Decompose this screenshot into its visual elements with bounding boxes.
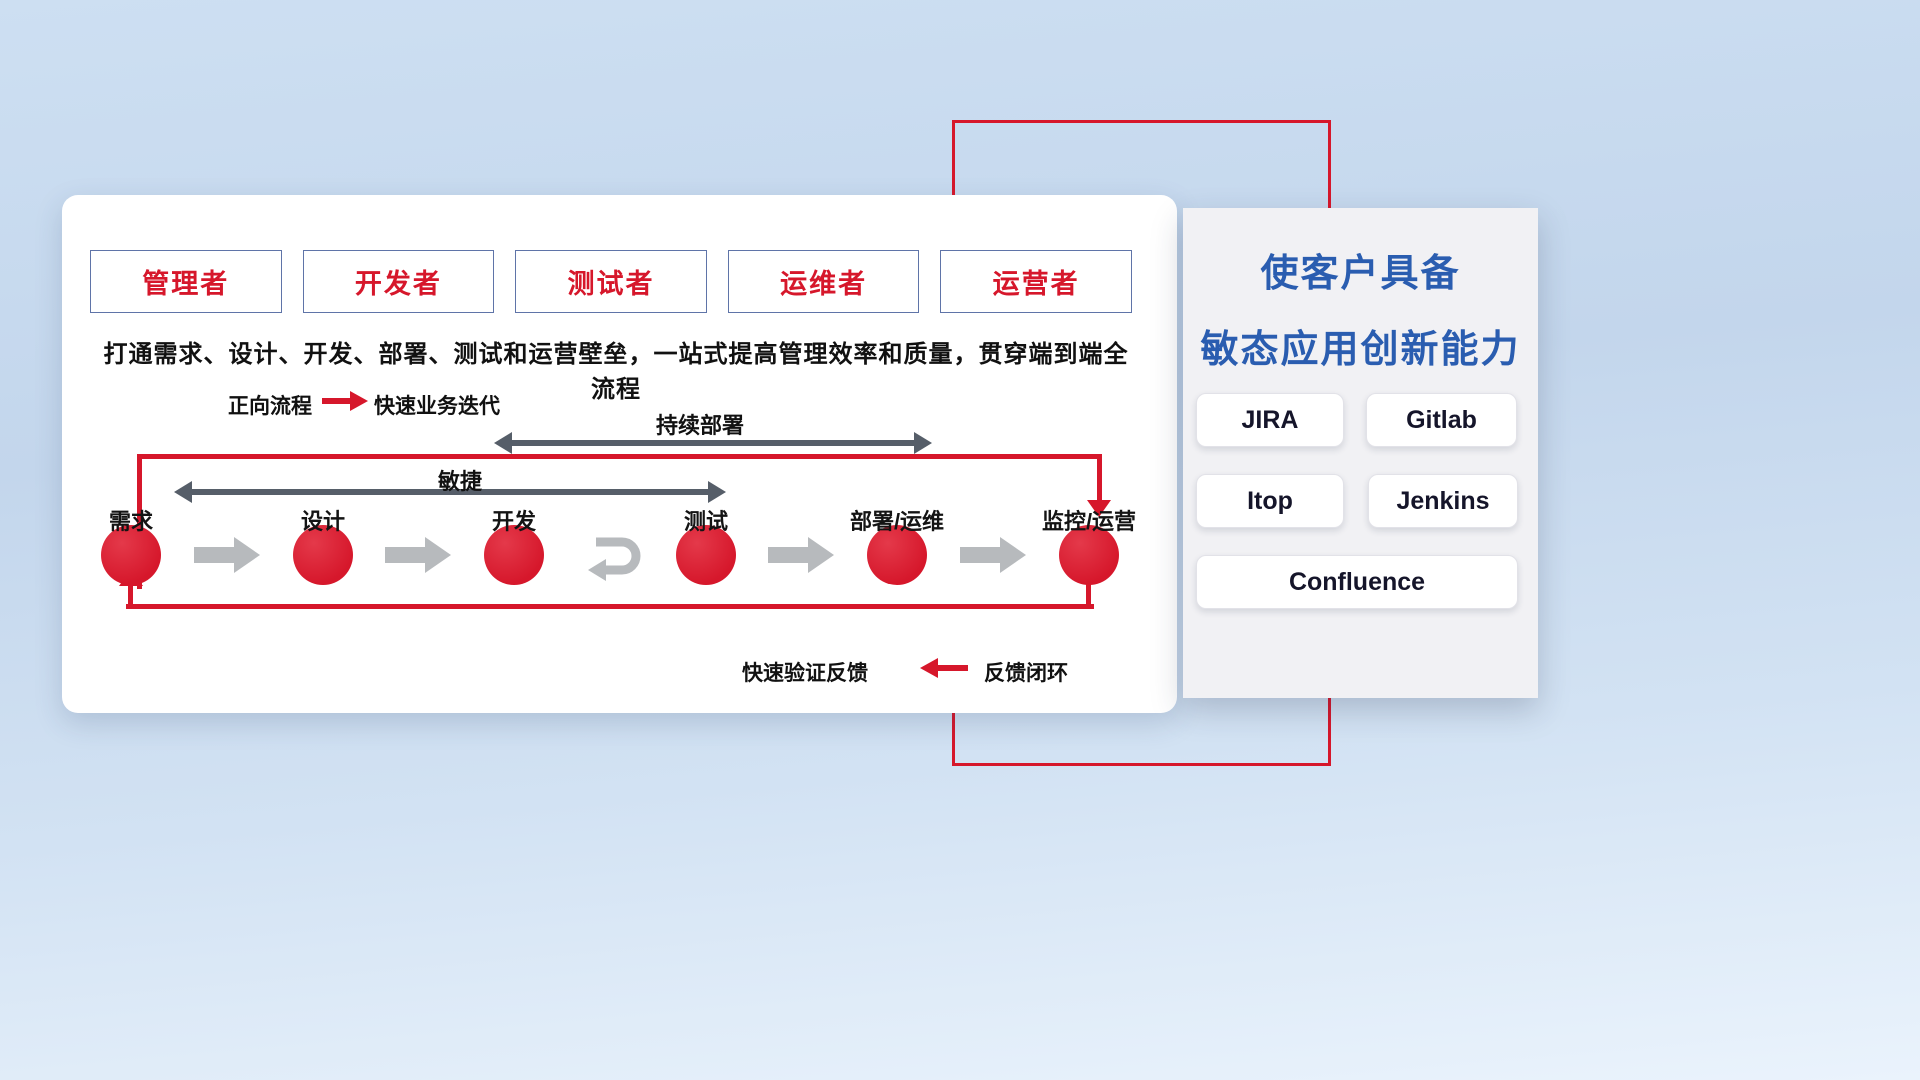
feedback-legend-label: 快速验证反馈 (742, 662, 868, 685)
red-loop-left-line (137, 454, 142, 589)
tool-badge-jenkins: Jenkins (1368, 474, 1518, 528)
feedback-arrow-head-icon (920, 658, 938, 678)
role-label: 管理者 (142, 269, 230, 299)
feedback-arrow-icon (938, 665, 968, 671)
continuous-deploy-label: 持续部署 (655, 413, 744, 438)
red-loop-top-line (137, 454, 1102, 459)
stage-label-requirements: 需求 (108, 509, 153, 534)
capability-title-line1: 使客户具备 (1260, 253, 1461, 295)
forward-arrow-head-icon (350, 391, 368, 411)
feedback-legend-value: 反馈闭环 (984, 662, 1068, 685)
stage-node-monitor-operate (1059, 525, 1119, 585)
continuous-deploy-arrow-icon (494, 432, 932, 454)
agile-label: 敏捷 (437, 469, 482, 494)
role-label: 开发者 (354, 269, 442, 299)
red-feedback-bottom-line (126, 604, 1094, 609)
role-label: 测试者 (567, 269, 655, 299)
capability-title-line2: 敏态应用创新能力 (1200, 329, 1521, 371)
role-label: 运营者 (992, 269, 1080, 299)
role-box-operator: 运营者 (940, 250, 1132, 313)
stage-node-deploy-ops (867, 525, 927, 585)
stage-node-design (293, 525, 353, 585)
stage-node-requirements (101, 525, 161, 585)
flow-arrow-icon (385, 537, 451, 573)
stage-node-develop (484, 525, 544, 585)
flow-arrow-icon (960, 537, 1026, 573)
tool-badge-gitlab: Gitlab (1366, 393, 1517, 447)
forward-arrow-icon (322, 398, 350, 404)
forward-legend-label: 正向流程 (228, 395, 312, 418)
stage-label-design: 设计 (300, 509, 345, 534)
role-box-ops: 运维者 (727, 250, 920, 313)
tool-badge-jira: JIRA (1196, 393, 1344, 447)
red-feedback-left-upturn (128, 586, 133, 606)
flow-arrow-icon (194, 537, 260, 573)
agile-arrow-icon (174, 481, 726, 503)
capability-panel (1183, 208, 1538, 698)
stage-label-develop: 开发 (491, 509, 536, 534)
flow-arrow-icon (768, 537, 834, 573)
role-box-manager: 管理者 (90, 250, 282, 313)
role-box-developer: 开发者 (302, 250, 495, 313)
red-loop-right-line (1097, 454, 1102, 502)
stage-label-monitor-operate: 监控/运营 (1041, 509, 1137, 534)
forward-legend-value: 快速业务迭代 (374, 395, 500, 418)
tool-badge-itop: Itop (1196, 474, 1344, 528)
stage-label-deploy-ops: 部署/运维 (849, 509, 945, 534)
role-box-tester: 测试者 (515, 250, 707, 313)
flow-description: 打通需求、设计、开发、部署、测试和运营壁垒，一站式提高管理效率和质量，贯穿端到端… (103, 341, 1129, 403)
tool-badge-confluence: Confluence (1196, 555, 1518, 609)
role-label: 运维者 (780, 269, 868, 299)
red-loop-down-arrow-icon (1087, 500, 1111, 517)
stage-node-test (676, 525, 736, 585)
iteration-loop-icon (588, 537, 641, 581)
red-feedback-right-connector (1086, 583, 1091, 606)
role-row: 管理者 开发者 测试者 运维者 运营者 (90, 250, 1132, 313)
stage-label-test: 测试 (683, 509, 728, 534)
